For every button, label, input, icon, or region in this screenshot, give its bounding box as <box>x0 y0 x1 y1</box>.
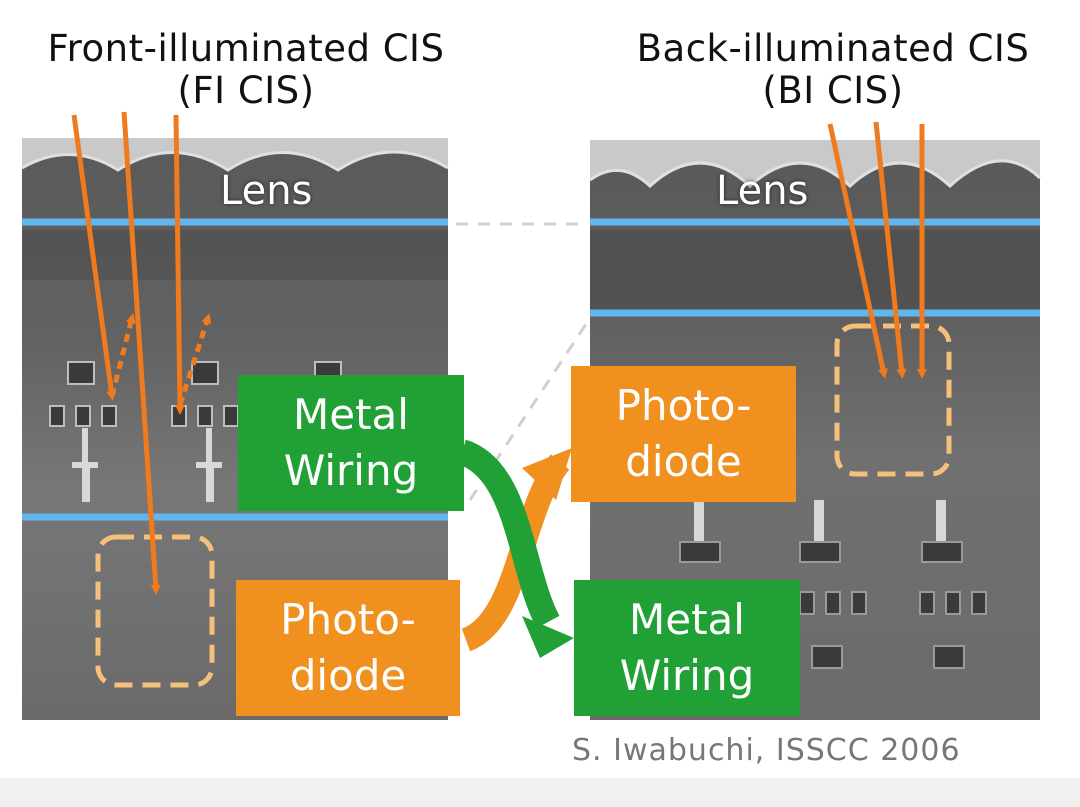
bi-photodiode-outline <box>834 323 952 477</box>
fi-lens-label: Lens <box>220 168 313 214</box>
bi-dark-layer <box>590 230 1040 310</box>
citation: S. Iwabuchi, ISSCC 2006 <box>572 733 961 768</box>
metal-wiring-swap-arrowhead <box>522 616 574 658</box>
fi-lens-outline <box>21 150 449 172</box>
bi-photodiode-line2: diode <box>625 437 742 486</box>
bi-metal-wiring-label: Metal Wiring <box>574 580 800 716</box>
fi-photodiode-line1: Photo- <box>280 595 416 644</box>
bi-vias <box>694 500 946 544</box>
fi-ray-2 <box>121 111 161 595</box>
fi-light-rays <box>71 111 185 595</box>
interface-lines <box>22 218 1040 521</box>
bi-cis-title: Back-illuminated CIS (BI CIS) <box>586 28 1080 112</box>
bi-ray-2 <box>873 121 907 379</box>
photodiode-swap-arrowhead <box>522 448 572 500</box>
bi-title-line2: (BI CIS) <box>762 69 904 112</box>
metal-wiring-swap-arrow-shaft <box>457 439 560 629</box>
bi-photodiode-line1: Photo- <box>615 381 752 430</box>
fi-metal-wiring-label: Metal Wiring <box>238 375 464 511</box>
fi-title-line1: Front-illuminated CIS <box>47 27 445 70</box>
fi-metal-wiring-line1: Metal <box>293 390 409 439</box>
bi-title-line1: Back-illuminated CIS <box>636 27 1030 70</box>
fi-vias <box>72 428 222 502</box>
bi-metal-wiring-line1: Metal <box>629 595 745 644</box>
fi-reflected-rays <box>109 313 212 406</box>
bi-lens-top <box>590 140 1040 186</box>
fi-ray-1 <box>71 114 117 401</box>
fi-title-line2: (FI CIS) <box>177 69 315 112</box>
bi-lens-outline <box>589 159 1042 189</box>
bi-ray-1 <box>827 123 888 379</box>
bi-photodiode-label: Photo- diode <box>571 366 796 502</box>
bottom-band <box>0 778 1080 807</box>
bi-lens-label: Lens <box>716 168 809 214</box>
fi-reflect-2 <box>177 313 212 406</box>
bi-metal-wiring-line2: Wiring <box>619 651 755 700</box>
bi-light-rays <box>827 121 927 379</box>
fi-metal-wiring-line2: Wiring <box>283 446 419 495</box>
bi-wiring-pads <box>679 541 987 669</box>
fi-dark-layer <box>22 230 448 280</box>
fi-photodiode-label: Photo- diode <box>236 580 460 716</box>
fi-photodiode-outline <box>95 534 215 688</box>
fi-photodiode-line2: diode <box>289 651 407 700</box>
fi-cis-title: Front-illuminated CIS (FI CIS) <box>0 28 492 112</box>
fi-ray-3 <box>173 114 185 415</box>
guide-line-diagonal <box>468 317 592 501</box>
fi-wiring-pads <box>49 361 342 427</box>
guide-lines <box>456 222 592 501</box>
